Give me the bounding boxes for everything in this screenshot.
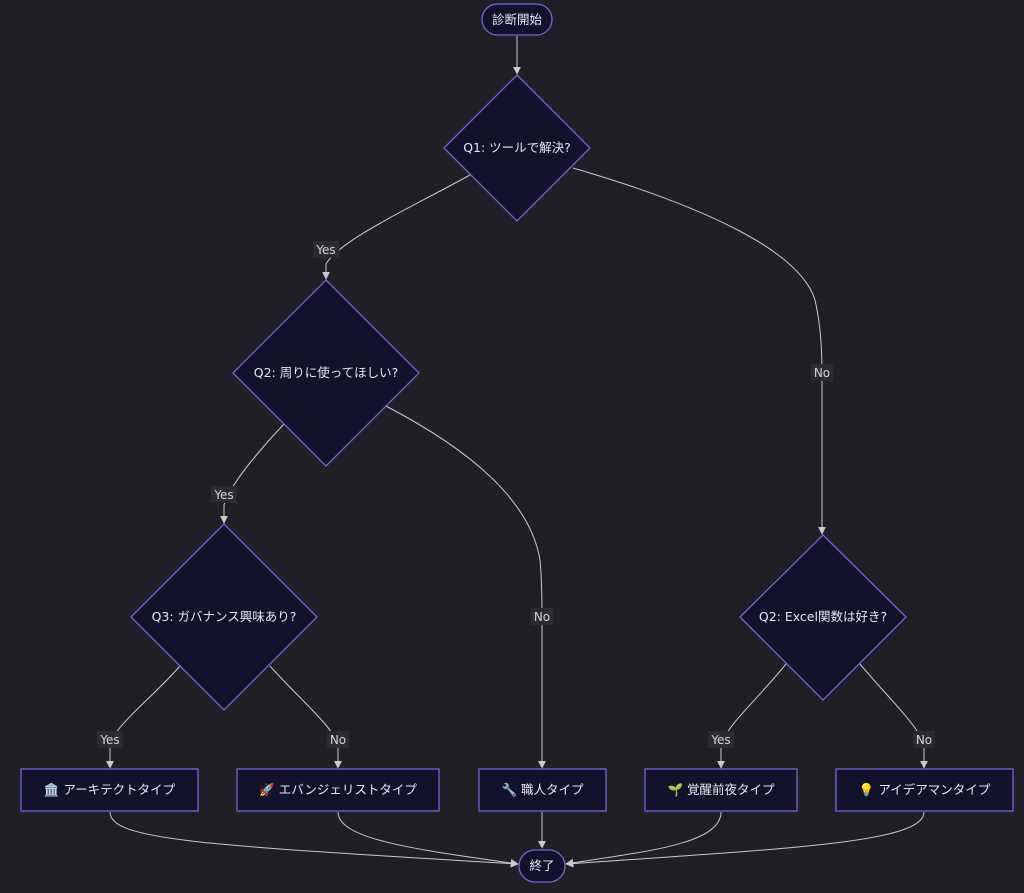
svg-text:💡 アイデアマンタイプ: 💡 アイデアマンタイプ bbox=[859, 782, 991, 797]
node-evangelist-type: 🚀 エバンジェリストタイプ bbox=[236, 768, 440, 812]
svg-text:No: No bbox=[814, 366, 830, 380]
node-idea-type: 💡 アイデアマンタイプ bbox=[835, 768, 1014, 812]
edge-q3-evangelist bbox=[269, 665, 342, 769]
svg-text:No: No bbox=[534, 610, 550, 624]
edge-label-q1-yes: Yes bbox=[313, 241, 339, 258]
edge-idea-end bbox=[565, 811, 925, 868]
edge-label-q1-no: No bbox=[811, 364, 833, 381]
svg-text:🚀 エバンジェリストタイプ: 🚀 エバンジェリストタイプ bbox=[259, 782, 417, 797]
node-end: 終了 bbox=[518, 849, 566, 883]
svg-text:Q1: ツールで解決?: Q1: ツールで解決? bbox=[463, 140, 571, 155]
node-architect-type: 🏛️ アーキテクトタイプ bbox=[20, 768, 199, 812]
edge-label-q2a-no: No bbox=[531, 608, 553, 625]
edge-label-q2a-yes: Yes bbox=[211, 486, 237, 503]
node-awakening-type: 🌱 覚醒前夜タイプ bbox=[644, 768, 798, 812]
node-q2-excel-decision: Q2: Excel関数は好き? bbox=[739, 534, 907, 701]
svg-text:Yes: Yes bbox=[99, 733, 119, 747]
svg-text:診断開始: 診断開始 bbox=[492, 12, 543, 27]
svg-text:終了: 終了 bbox=[529, 858, 554, 873]
node-start: 診断開始 bbox=[481, 3, 553, 36]
edge-q2a-craftsman bbox=[385, 405, 546, 769]
svg-text:Yes: Yes bbox=[315, 243, 335, 257]
edge-q1-q2a bbox=[322, 174, 471, 280]
edge-q3-architect bbox=[106, 665, 181, 769]
nodes: 診断開始 Q1: ツールで解決? Q2: 周りに使ってほしい? Q3: ガバナン… bbox=[20, 3, 1014, 883]
svg-text:🔧 職人タイプ: 🔧 職人タイプ bbox=[501, 782, 584, 797]
edge-q1-q2b bbox=[572, 167, 826, 535]
svg-text:Yes: Yes bbox=[710, 733, 730, 747]
edge-evangelist-end bbox=[337, 811, 519, 867]
edge-label-q2b-yes: Yes bbox=[708, 731, 734, 748]
svg-text:🏛️ アーキテクトタイプ: 🏛️ アーキテクトタイプ bbox=[44, 782, 176, 797]
svg-text:🌱 覚醒前夜タイプ: 🌱 覚醒前夜タイプ bbox=[667, 782, 775, 797]
svg-text:Q3: ガバナンス興味あり?: Q3: ガバナンス興味あり? bbox=[152, 609, 297, 624]
edge-label-q3-yes: Yes bbox=[97, 731, 123, 748]
edge-q2b-awakening bbox=[717, 663, 787, 769]
edges bbox=[106, 36, 928, 868]
edge-architect-end bbox=[109, 811, 519, 868]
edge-awakening-end bbox=[565, 811, 722, 867]
node-q2-share-decision: Q2: 周りに使ってほしい? bbox=[232, 279, 420, 467]
node-q1-decision: Q1: ツールで解決? bbox=[443, 74, 591, 222]
svg-text:Q2: 周りに使ってほしい?: Q2: 周りに使ってほしい? bbox=[254, 365, 399, 380]
node-craftsman-type: 🔧 職人タイプ bbox=[478, 768, 607, 812]
svg-text:Yes: Yes bbox=[213, 488, 233, 502]
svg-text:No: No bbox=[330, 733, 346, 747]
svg-text:No: No bbox=[916, 733, 932, 747]
svg-text:Q2: Excel関数は好き?: Q2: Excel関数は好き? bbox=[759, 609, 887, 624]
edge-label-q3-no: No bbox=[327, 731, 349, 748]
edge-q2b-idea bbox=[859, 663, 928, 769]
node-q3-governance-decision: Q3: ガバナンス興味あり? bbox=[130, 523, 318, 711]
edge-q2a-q3 bbox=[220, 423, 285, 524]
edge-label-q2b-no: No bbox=[913, 731, 935, 748]
edge-labels: Yes No Yes No Yes No Yes No bbox=[97, 241, 935, 748]
